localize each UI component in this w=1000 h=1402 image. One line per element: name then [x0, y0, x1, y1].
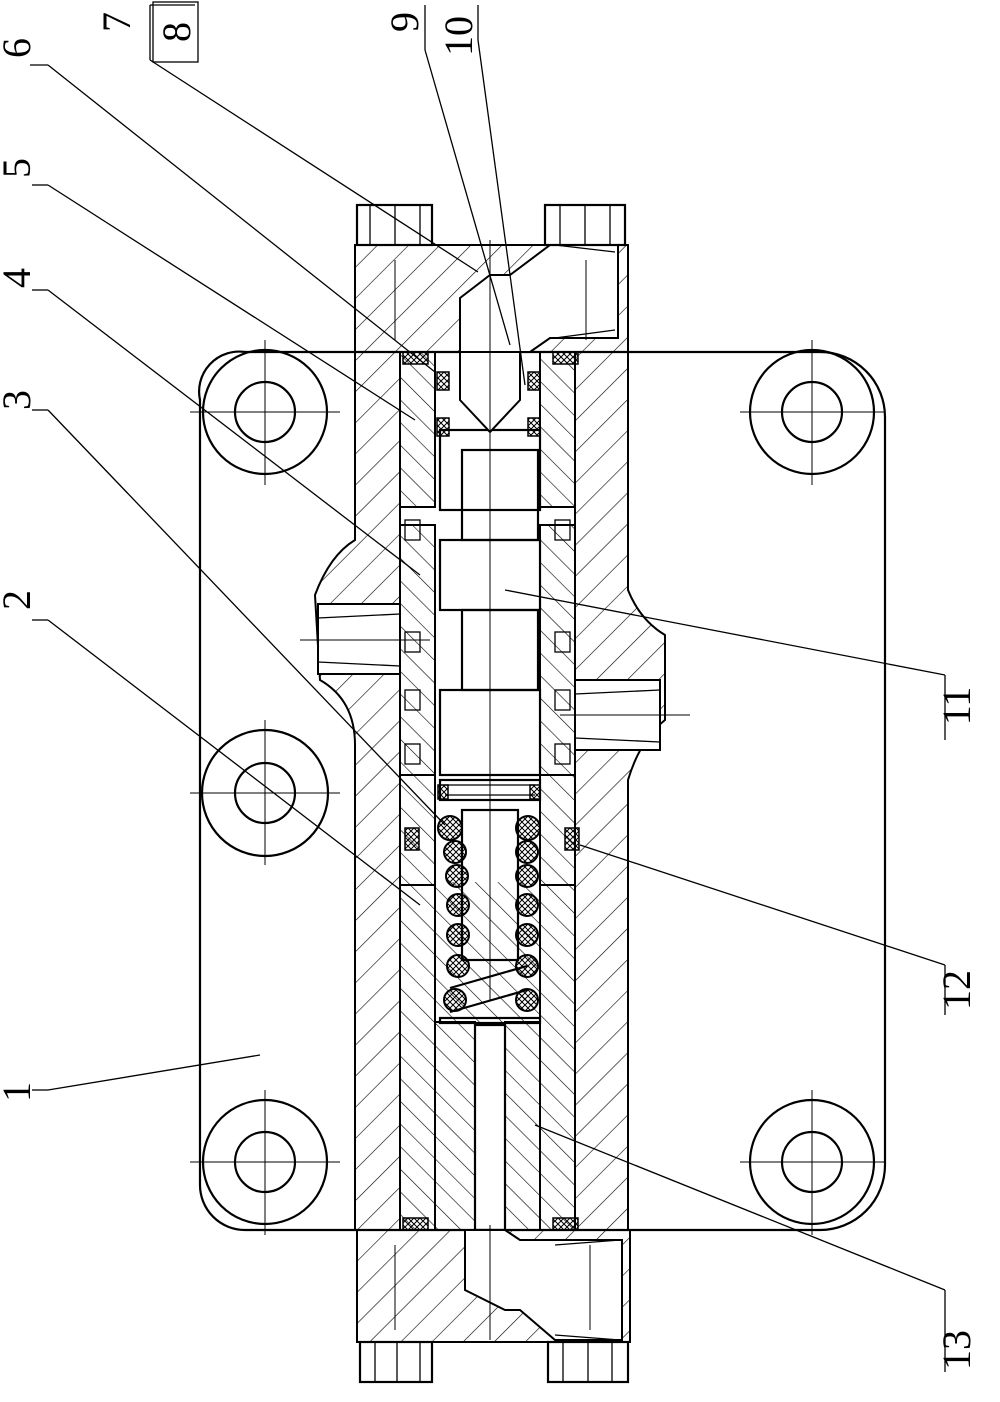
callout-5: 5 [0, 158, 39, 178]
callout-8: 8 [154, 22, 199, 42]
callout-7: 7 [94, 12, 139, 32]
spring [437, 815, 542, 1025]
valve-body [190, 340, 887, 1235]
callout-3: 3 [0, 390, 39, 410]
bottom-end-cap [356, 1225, 631, 1384]
seals [402, 351, 580, 1231]
housing-section [300, 351, 690, 1231]
callout-labels: 1 2 3 4 5 6 7 8 9 10 11 12 13 [0, 1, 979, 1370]
callout-9: 9 [382, 12, 427, 32]
callout-12: 12 [934, 970, 979, 1010]
leader-lines [30, 4, 946, 1372]
sleeve-section [399, 351, 576, 1231]
callout-8-box: 8 [152, 1, 199, 63]
top-end-cap [354, 203, 629, 440]
callout-1: 1 [0, 1082, 39, 1102]
callout-11: 11 [934, 687, 979, 726]
callout-4: 4 [0, 268, 39, 288]
callout-2: 2 [0, 590, 39, 610]
callout-6: 6 [0, 38, 39, 58]
callout-13: 13 [934, 1330, 979, 1370]
callout-10: 10 [436, 16, 481, 56]
groove-marks [404, 519, 571, 765]
